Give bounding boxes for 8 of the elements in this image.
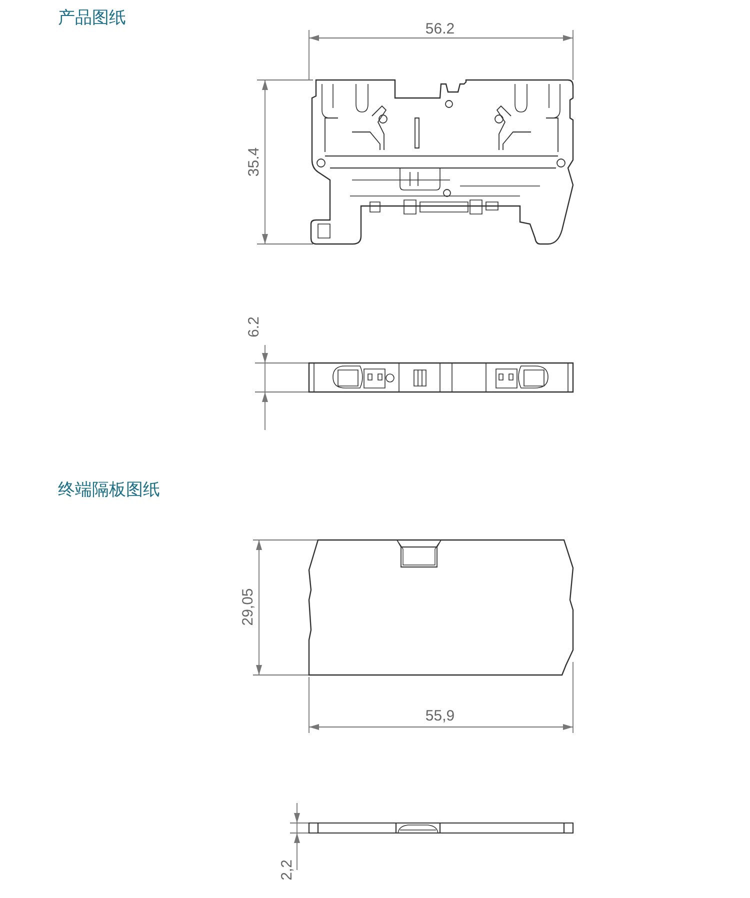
dimension-label: 29,05 bbox=[240, 588, 256, 626]
dimension-label: 6.2 bbox=[246, 316, 262, 338]
dimension-label: 35.4 bbox=[246, 147, 262, 177]
section-heading: 产品图纸 bbox=[58, 10, 126, 27]
dimension-label: 2,2 bbox=[280, 860, 294, 880]
dimension-label: 55,9 bbox=[425, 708, 455, 724]
section-heading: 终端隔板图纸 bbox=[58, 482, 160, 499]
dimension-label: 56.2 bbox=[425, 22, 455, 36]
